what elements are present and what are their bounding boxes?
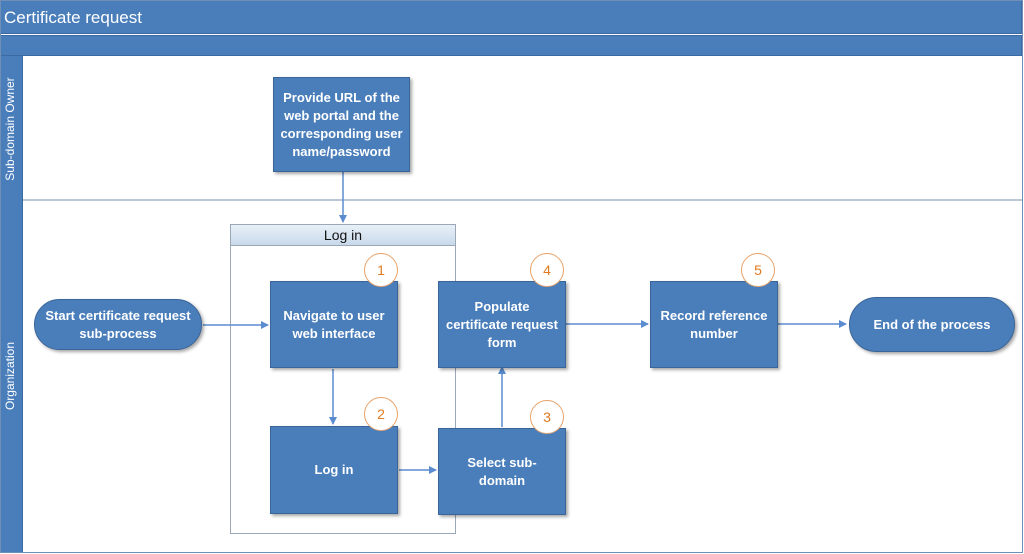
node-record-reference: Record reference number [650,281,778,368]
step-badge-3: 3 [530,400,564,434]
diagram-title: Certificate request [0,0,1022,34]
lane-label-column [0,56,23,553]
lane-sub-domain-owner [23,56,1022,200]
node-end: End of the process [849,297,1015,352]
step-badge-1: 1 [364,253,398,287]
node-login: Log in [270,426,398,514]
node-populate-form: Populate certificate request form [438,281,566,368]
node-start: Start certificate request sub-process [34,299,202,350]
step-badge-4: 4 [530,253,564,287]
node-select-subdomain: Select sub-domain [438,428,566,515]
step-badge-5: 5 [741,253,775,287]
step-badge-2: 2 [364,397,398,431]
node-provide-url: Provide URL of the web portal and the co… [273,77,410,172]
node-navigate: Navigate to user web interface [270,281,398,368]
login-group-header: Log in [230,224,456,246]
